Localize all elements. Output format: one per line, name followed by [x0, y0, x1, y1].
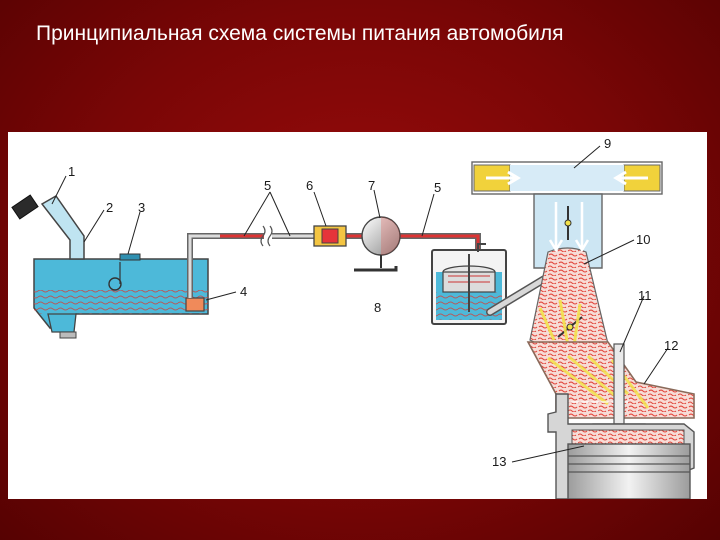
fuel-tank: [33, 258, 209, 339]
callout-13: 13: [492, 454, 506, 469]
engine-block: [547, 393, 695, 499]
fine-fuel-filter: [313, 225, 347, 247]
callout-8: 8: [374, 300, 381, 315]
callout-9: 9: [604, 136, 611, 151]
callout-1: 1: [68, 164, 75, 179]
intake-filter: [185, 297, 205, 312]
float-chamber: [431, 243, 507, 325]
callout-3: 3: [138, 200, 145, 215]
callout-11: 11: [638, 288, 652, 303]
fuel-level-gauge: [108, 253, 141, 291]
carburettor-body: [529, 193, 609, 355]
callout-leaders: [51, 145, 669, 463]
callout-2: 2: [106, 200, 113, 215]
callout-6: 6: [306, 178, 313, 193]
fuel-pump: [354, 216, 401, 272]
slide-title: Принципиальная схема системы питания авт…: [36, 22, 564, 45]
callout-7: 7: [368, 178, 375, 193]
callout-4: 4: [240, 284, 247, 299]
fuel-system-diagram: 1 2 3 4 5 6 7 5 8 9 10 11 12 13: [8, 132, 707, 499]
air-filter: [471, 161, 663, 195]
callout-10: 10: [636, 232, 650, 247]
callout-5-right: 5: [434, 180, 441, 195]
filler-neck: [11, 194, 85, 260]
intake-manifold: [526, 341, 695, 419]
callout-5-left: 5: [264, 178, 271, 193]
callout-12: 12: [664, 338, 678, 353]
diagram-canvas: 1 2 3 4 5 6 7 5 8 9 10 11 12 13: [11, 136, 695, 499]
